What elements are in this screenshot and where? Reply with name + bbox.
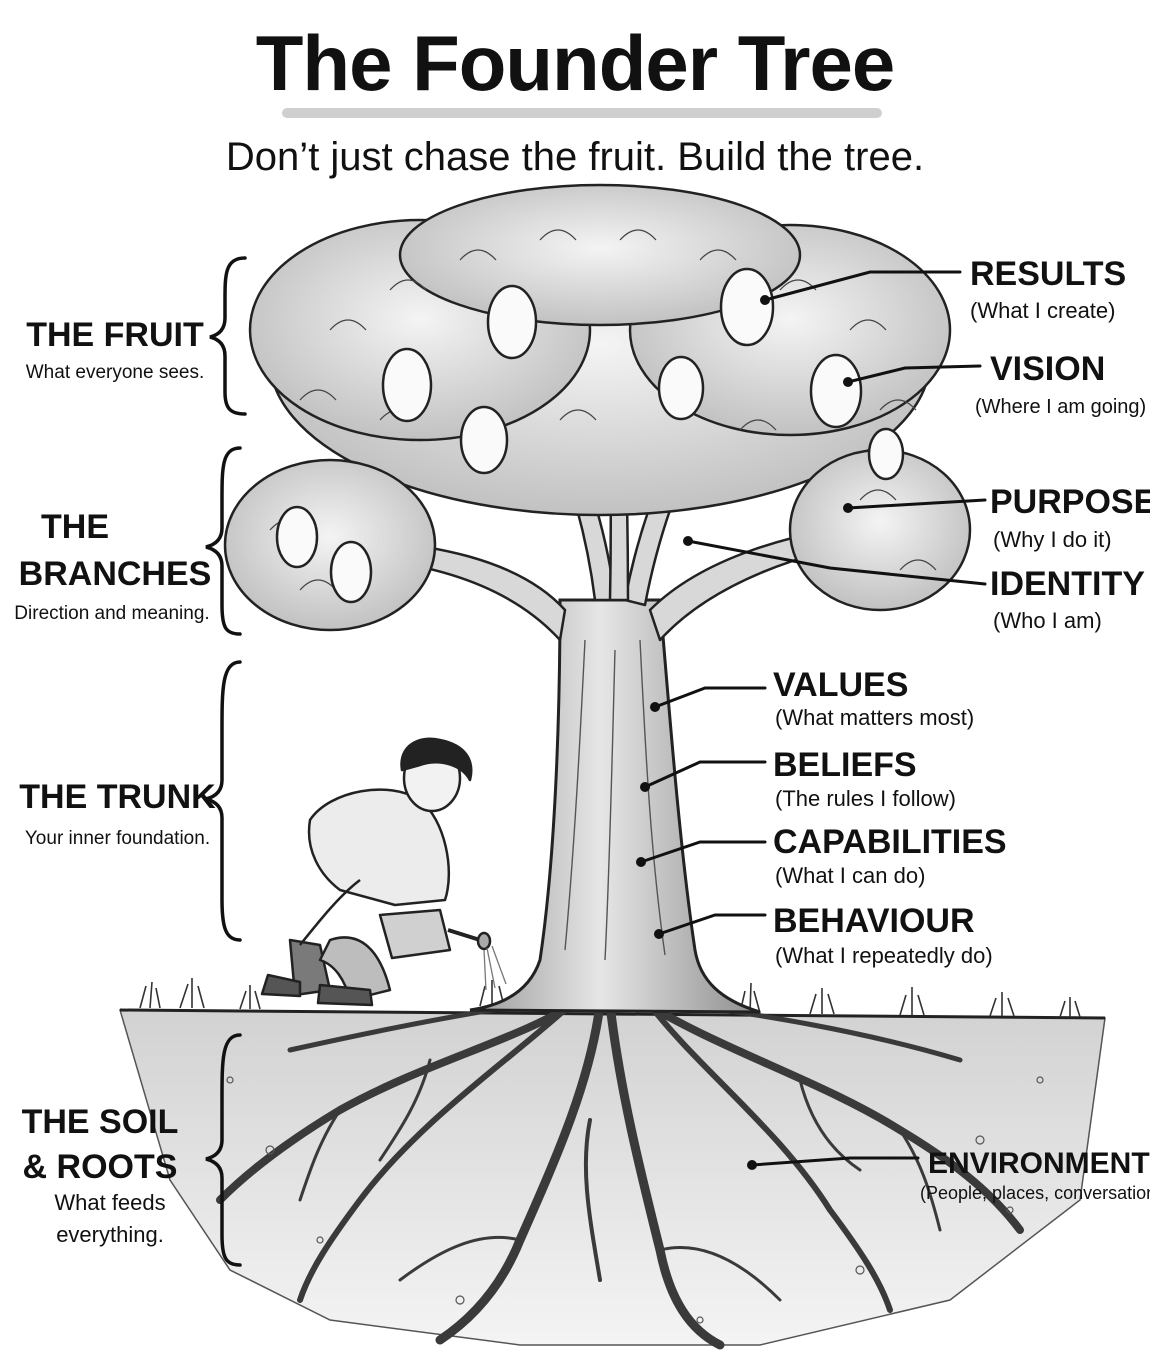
section-branches-title-1: THE (41, 508, 109, 546)
page-subtitle: Don’t just chase the fruit. Build the tr… (225, 135, 925, 179)
section-soil-title-1: THE SOIL (21, 1103, 179, 1141)
identity-leader (686, 539, 987, 586)
label-vision-desc: (Where I am going) (975, 396, 1147, 418)
fruit (719, 267, 775, 347)
section-soil-title-2: & ROOTS (22, 1148, 178, 1186)
fruit (809, 353, 863, 429)
grass (139, 978, 1081, 1018)
label-beliefs-desc: (The rules I follow) (775, 786, 956, 811)
purpose-leader (846, 498, 987, 510)
label-environment: ENVIRONMENT (928, 1147, 1150, 1180)
label-vision: VISION (990, 350, 1106, 388)
section-braces (205, 256, 247, 1267)
fruit (275, 505, 319, 569)
label-capabilities: CAPABILITIES (773, 823, 1007, 861)
page-title: The Founder Tree (255, 19, 895, 107)
values-leader (653, 686, 767, 709)
gardener-figure (260, 737, 507, 1007)
label-identity: IDENTITY (990, 565, 1145, 603)
label-results-desc: (What I create) (970, 298, 1116, 323)
pebbles (226, 1076, 1044, 1324)
fruits (275, 267, 905, 604)
behaviour-leader (657, 913, 767, 936)
fruit (486, 284, 538, 360)
label-values: VALUES (773, 666, 909, 704)
fruit (329, 540, 373, 604)
section-branches-desc: Direction and meaning. (14, 603, 210, 624)
roots (216, 996, 1024, 1350)
section-soil-desc-2: everything. (56, 1222, 164, 1247)
label-behaviour: BEHAVIOUR (773, 902, 975, 940)
section-soil-desc-1: What feeds (54, 1190, 166, 1215)
fruit (381, 347, 433, 423)
label-results: RESULTS (970, 255, 1127, 293)
trunk-texture (564, 639, 666, 961)
watering-can (378, 908, 452, 960)
label-purpose: PURPOSE (990, 483, 1150, 521)
label-values-desc: (What matters most) (775, 705, 975, 730)
label-capabilities-desc: (What I can do) (775, 863, 926, 888)
title-underline (282, 108, 882, 118)
leader-dots (636, 295, 853, 1170)
label-purpose-desc: (Why I do it) (993, 527, 1112, 552)
fruit (657, 355, 705, 421)
leader-lines (639, 270, 987, 1167)
label-beliefs: BELIEFS (773, 746, 917, 784)
trunk (469, 598, 761, 1014)
section-trunk-title: THE TRUNK (19, 778, 216, 816)
section-fruit-title: THE FRUIT (26, 316, 204, 354)
environment-leader (750, 1156, 920, 1167)
section-trunk-desc: Your inner foundation. (24, 828, 211, 849)
label-behaviour-desc: (What I repeatedly do) (775, 943, 993, 968)
label-environment-desc: (People, places, conversations) (920, 1183, 1150, 1203)
fruit (867, 427, 905, 481)
label-identity-desc: (Who I am) (993, 608, 1102, 633)
capabilities-leader (639, 840, 767, 864)
beliefs-leader (643, 760, 767, 789)
section-branches-title-2: BRANCHES (18, 555, 212, 593)
results-leader (763, 270, 962, 302)
vision-leader (846, 364, 982, 384)
fruit (459, 405, 509, 475)
section-fruit-desc: What everyone sees. (25, 362, 205, 383)
